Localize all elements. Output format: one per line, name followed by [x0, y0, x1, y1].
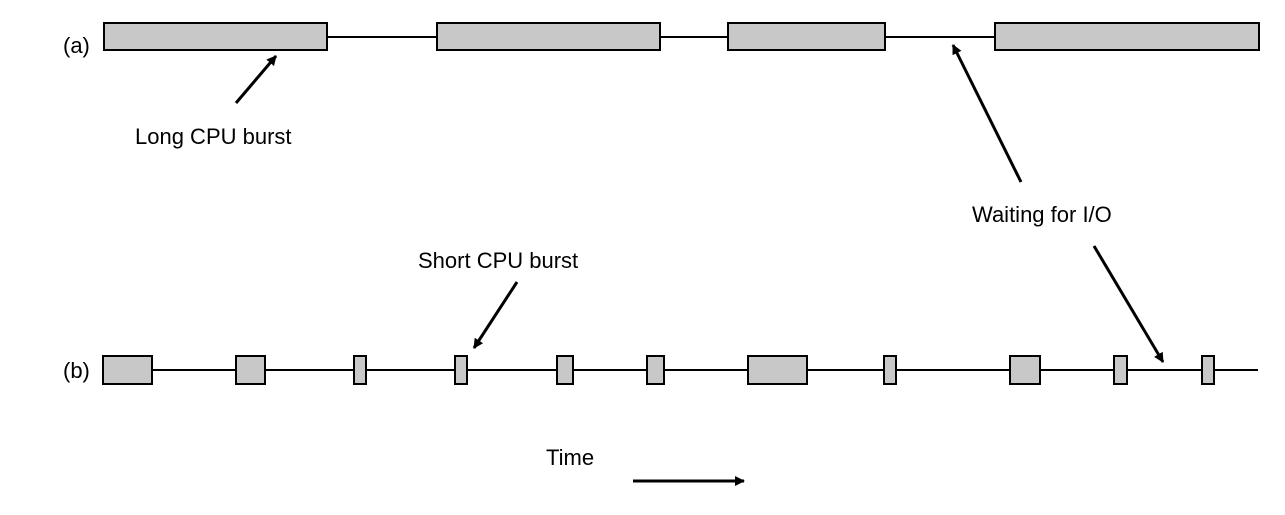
- burst-a-4: [994, 22, 1260, 51]
- waiting-io-label: Waiting for I/O: [972, 202, 1112, 227]
- burst-a-2: [436, 22, 661, 51]
- row-b-label: (b): [63, 358, 90, 383]
- long-burst-label: Long CPU burst: [135, 124, 292, 149]
- burst-b-4: [454, 355, 468, 385]
- arrow-waiting-io-down: [1092, 245, 1165, 363]
- burst-b-3: [353, 355, 367, 385]
- burst-b-10: [1113, 355, 1128, 385]
- burst-b-7: [747, 355, 808, 385]
- time-label: Time: [546, 445, 595, 470]
- row-a-label: (a): [63, 33, 90, 58]
- burst-b-5: [556, 355, 574, 385]
- burst-b-1: [102, 355, 153, 385]
- arrow-short-burst: [472, 281, 519, 349]
- burst-a-3: [727, 22, 886, 51]
- burst-b-11: [1201, 355, 1215, 385]
- arrow-waiting-io-up: [951, 44, 1023, 183]
- short-burst-label: Short CPU burst: [418, 248, 579, 273]
- burst-b-8: [883, 355, 897, 385]
- burst-b-9: [1009, 355, 1041, 385]
- burst-a-1: [103, 22, 328, 51]
- timeline-a: [103, 22, 1260, 51]
- arrow-long-burst: [234, 55, 278, 104]
- burst-b-6: [646, 355, 665, 385]
- burst-b-2: [235, 355, 266, 385]
- timeline-b: [102, 355, 1258, 385]
